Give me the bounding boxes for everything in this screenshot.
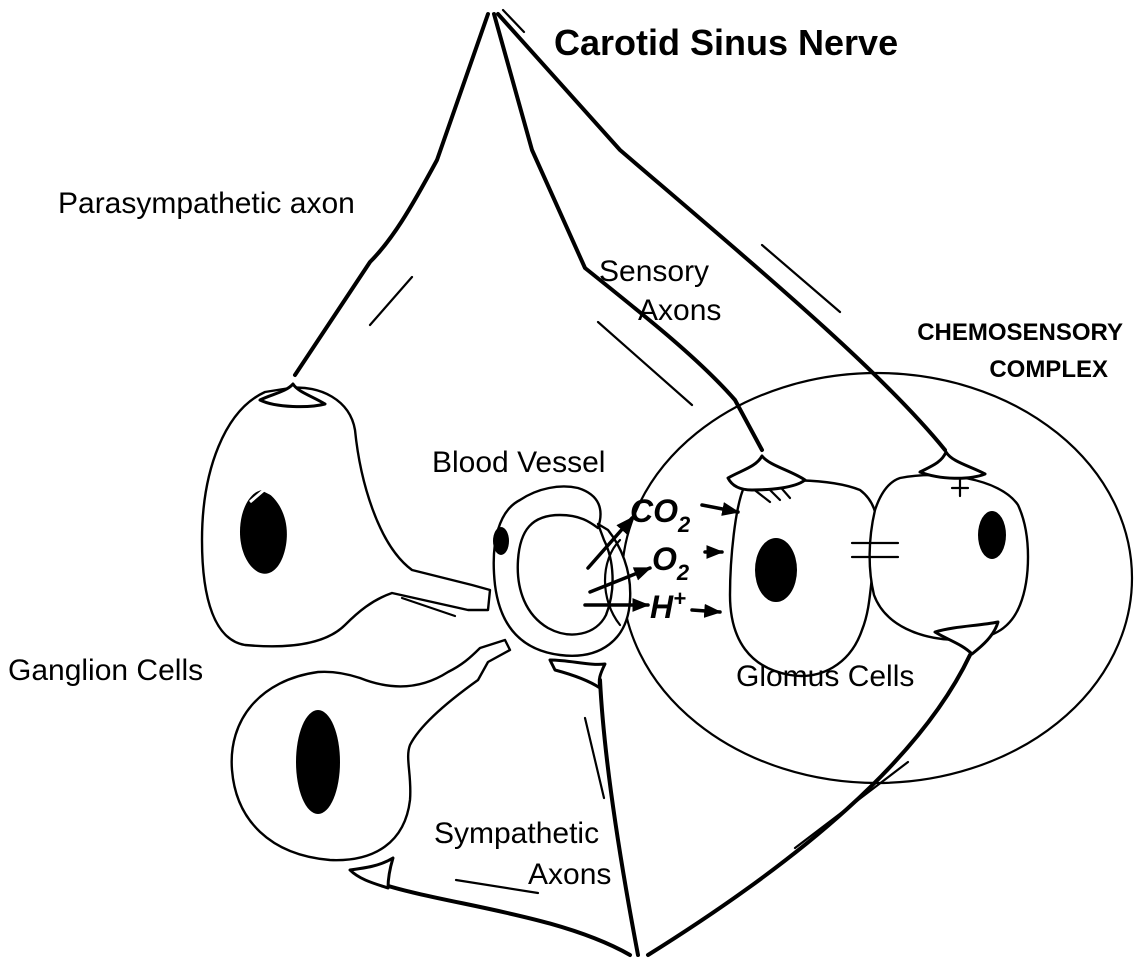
glomus-nucleus-left xyxy=(755,538,797,602)
sensory-axon-lower xyxy=(648,655,970,955)
label-o2: O2 xyxy=(652,541,690,585)
glomus-cell-left xyxy=(730,480,877,676)
sympathetic-axon-2 xyxy=(385,885,630,955)
synapse-sympathetic-ganglion xyxy=(350,858,393,888)
ganglion-nucleus-lower xyxy=(296,710,340,814)
label-sensory-line1: Sensory xyxy=(599,255,709,288)
synapse-sympathetic-vessel xyxy=(550,660,605,688)
label-blood-vessel: Blood Vessel xyxy=(432,446,605,479)
synapse-sensory-2 xyxy=(920,452,985,478)
label-sympathetic-line1: Sympathetic xyxy=(434,817,599,850)
label-co2: CO2 xyxy=(630,493,691,537)
glomus-nucleus-right xyxy=(978,511,1006,559)
diagram-title: Carotid Sinus Nerve xyxy=(554,22,898,63)
blood-vessel xyxy=(493,487,630,656)
sensory-axon-1 xyxy=(494,14,762,450)
label-parasympathetic-axon: Parasympathetic axon xyxy=(58,187,355,220)
label-chemosensory-line2: COMPLEX xyxy=(989,356,1108,383)
sympathetic-axon-1 xyxy=(600,680,638,955)
label-sympathetic-line2: Axons xyxy=(528,858,611,891)
label-chemosensory-line1: CHEMOSENSORY xyxy=(917,319,1123,346)
label-glomus-cells: Glomus Cells xyxy=(736,660,914,693)
endothelial-nucleus xyxy=(493,527,509,555)
synapse-sensory-1 xyxy=(728,456,805,490)
label-sensory-line2: Axons xyxy=(638,294,721,327)
ganglion-cell-upper xyxy=(202,388,490,647)
label-h-plus: H+ xyxy=(650,586,686,625)
label-ganglion-cells: Ganglion Cells xyxy=(8,654,203,687)
